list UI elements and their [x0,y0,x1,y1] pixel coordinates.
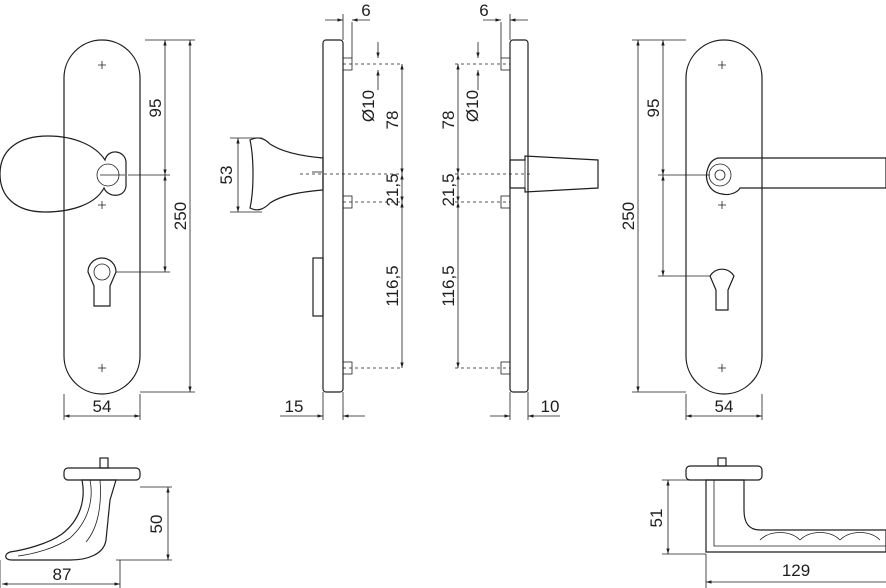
dim-6-right: 6 [479,1,488,20]
dim-21-5-right: 21,5 [439,173,458,206]
dim-95-left: 95 [146,99,165,118]
screw-marks-left [98,61,106,372]
screws-side-left [300,57,400,375]
dim-53: 53 [217,166,236,185]
escutcheon-plate-right [685,39,763,395]
cylinder-hole-left [87,257,117,307]
dim-10: 10 [541,397,560,416]
dim-54-right: 54 [715,397,734,416]
dim-21-5-left: 21,5 [383,173,402,206]
dim-15: 15 [285,397,304,416]
dim-116-5-right: 116,5 [439,265,458,306]
dim-54-left: 54 [93,397,112,416]
bottom-view-left: 50 87 [0,457,172,588]
cylinder-hole-right [709,268,735,311]
dim-78-right: 78 [439,111,458,130]
knob-left [0,135,127,213]
lever-rose-right [708,163,732,187]
plate-side-right [509,39,529,393]
lever-top-profile-right [705,479,886,553]
dim-250-left: 250 [171,202,190,230]
bottom-view-right: 51 129 [647,457,886,588]
lock-bar-left [312,257,324,317]
knob-top-profile-left [5,479,117,561]
screw-marks-right [718,61,726,372]
screws-side-right [455,57,530,375]
side-view-left: 6 Ø10 78 21,5 116,5 53 15 [217,1,404,420]
side-view-right: 6 Ø10 78 21,5 116,5 10 [439,1,599,420]
front-view-left: 95 250 54 [0,39,195,420]
escutcheon-plate-left [63,39,141,395]
lever-profile-right [509,155,599,193]
dim-95-right: 95 [644,99,663,118]
front-view-right: 95 250 54 [619,39,886,420]
dim-51: 51 [647,509,666,528]
lever-front-right [705,157,886,196]
dim-129: 129 [782,561,810,580]
plate-side-left [322,39,344,393]
knob-profile-left [249,137,324,211]
dim-78-left: 78 [383,111,402,130]
dim-116-5-left: 116,5 [383,265,402,306]
dim-250-right: 250 [619,202,638,230]
dim-dia10-left: Ø10 [359,90,378,122]
dim-50: 50 [147,515,166,534]
dim-dia10-right: Ø10 [463,90,482,122]
dim-87: 87 [53,565,72,584]
dim-6-left: 6 [361,1,370,20]
